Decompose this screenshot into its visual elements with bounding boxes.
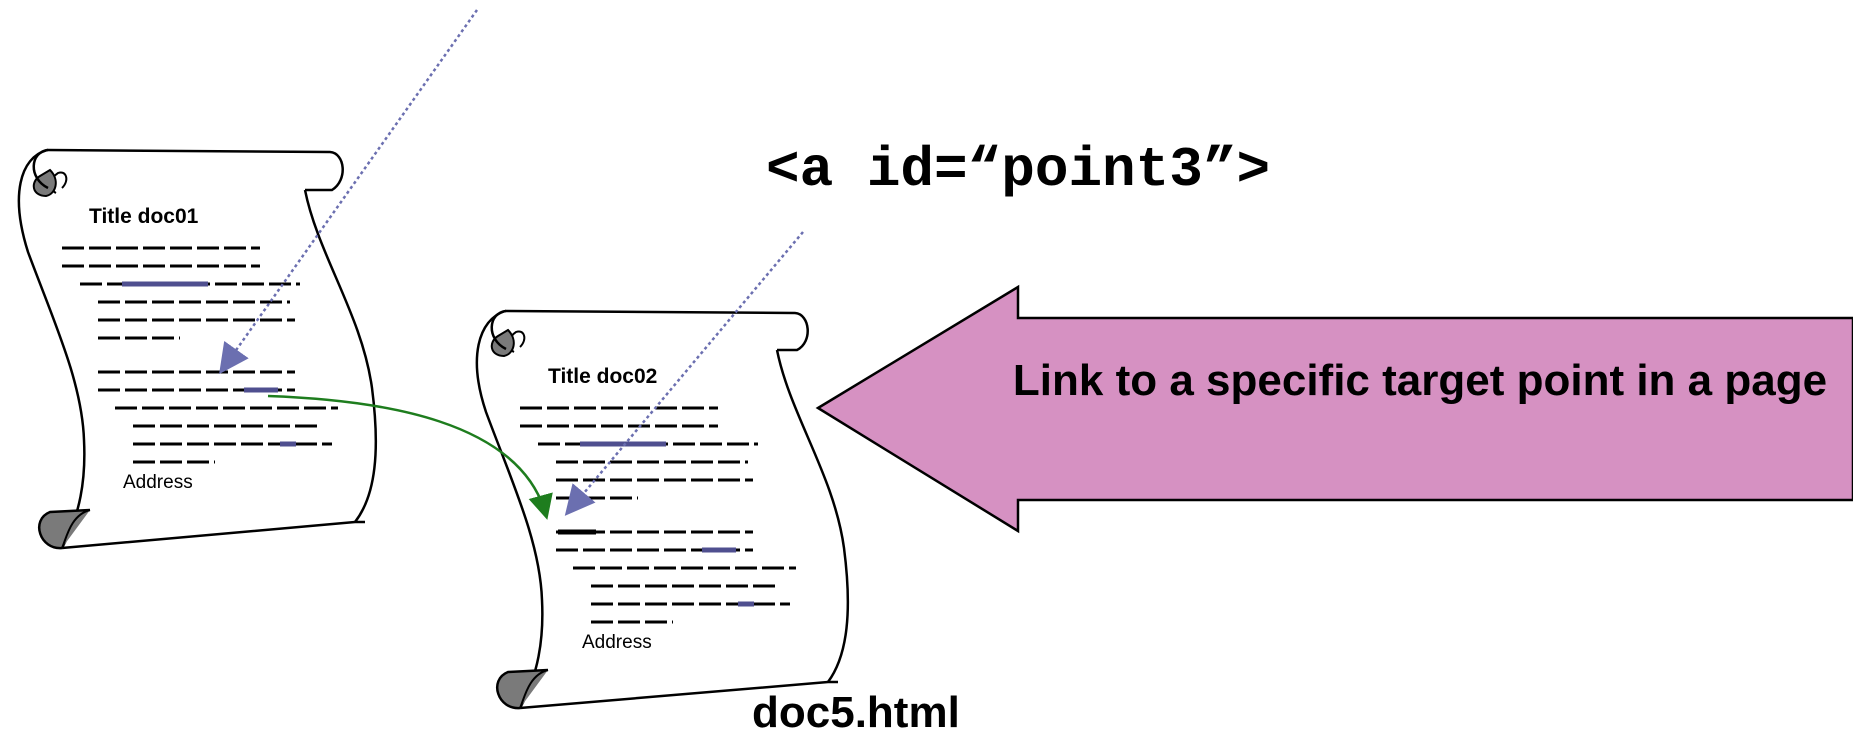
anchor-code-label: <a id=“point3”> [766, 138, 1271, 202]
doc02-title: Title doc02 [548, 365, 658, 388]
doc02-address: Address [582, 632, 652, 653]
callout-arrow [815, 284, 1853, 534]
link-arrow [267, 394, 553, 520]
doc01-title: Title doc01 [89, 205, 199, 228]
doc01-address: Address [123, 472, 193, 493]
callout-text: Link to a specific target point in a pag… [1012, 356, 1828, 405]
scroll-doc02 [475, 309, 850, 710]
dotted-pointer-doc02 [564, 231, 804, 516]
scroll-doc01 [17, 148, 378, 550]
dotted-pointer-doc01 [219, 9, 479, 375]
file-name-label: doc5.html [752, 688, 960, 737]
